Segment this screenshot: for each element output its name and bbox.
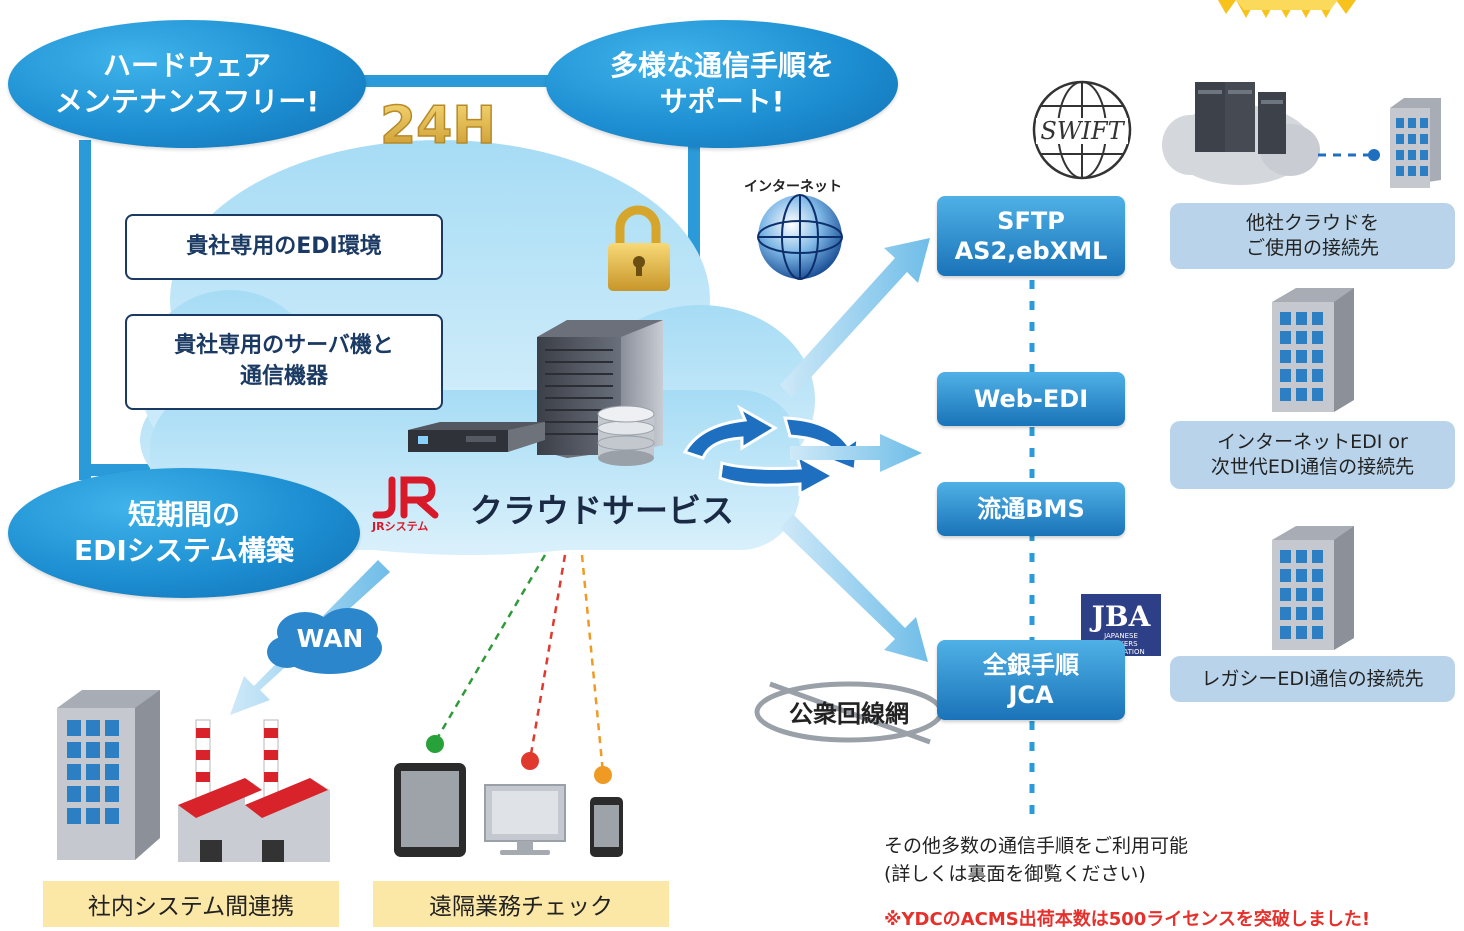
badge-24h: 24H: [380, 96, 496, 156]
bubble-short-term-line1: 短期間の: [127, 497, 240, 531]
bubble-protocol-line1: 多様な通信手順を: [609, 48, 834, 82]
dest-other-cloud-line1: 他社クラウドを: [1245, 212, 1379, 235]
internet-label: インターネット: [744, 179, 842, 195]
green-dot-icon: [426, 735, 444, 753]
swift-logo-icon: [1032, 80, 1132, 180]
protocol-bms-box: 流通BMS: [937, 482, 1125, 536]
building-icon-middle: [1272, 288, 1354, 412]
bubble-short-term-build: 短期間の EDIシステム構築: [8, 468, 360, 598]
monitor-icon: [484, 784, 566, 855]
protocol-webedi-text: Web-EDI: [973, 385, 1089, 413]
factory-icon: [178, 719, 330, 862]
smartphone-icon: [590, 797, 623, 857]
dest-internet-edi: インターネットEDI or 次世代EDI通信の接続先: [1170, 421, 1455, 489]
protocol-zengin-box: 全銀手順 JCA: [937, 640, 1125, 720]
svg-text:JAPANESE: JAPANESE: [1103, 632, 1138, 640]
sun-icon: [1218, 0, 1356, 18]
dest-internet-edi-line2: 次世代EDI通信の接続先: [1210, 456, 1415, 478]
orange-dot-icon: [594, 766, 612, 784]
dest-internet-edi-line1: インターネットEDI or: [1217, 431, 1408, 454]
jr-logo-sub: JRシステム: [372, 520, 429, 533]
dedicated-server-line2: 通信機器: [239, 364, 328, 389]
swift-label: SWIFT: [1040, 117, 1125, 145]
lock-icon: [608, 205, 670, 291]
link-dot-icon: [1368, 149, 1380, 161]
globe-icon: [757, 194, 843, 280]
cloud-service-label: クラウドサービス: [470, 491, 734, 530]
rack-server-icon: [408, 422, 545, 452]
dedicated-server-box: 貴社専用のサーバ機と 通信機器: [125, 314, 443, 410]
bubble-protocol-line2: サポート!: [659, 85, 785, 118]
remote-dotted-lines: [433, 554, 605, 774]
protocol-sftp-line2: AS2,ebXML: [954, 237, 1108, 265]
protocol-bms-text: 流通BMS: [977, 495, 1085, 523]
protocol-note-line2: (詳しくは裏面を御覧ください): [884, 862, 1146, 885]
wan-cloud-shape: [267, 608, 382, 674]
bubble-short-term-line2: EDIシステム構築: [74, 534, 294, 567]
bubble-protocol-support: 多様な通信手順を サポート!: [546, 20, 898, 148]
license-notice: ※YDCのACMS出荷本数は500ライセンスを突破しました!: [884, 909, 1371, 930]
svg-text:公衆回線網: 公衆回線網: [789, 700, 909, 728]
bubble-hardware-line1: ハードウェア: [102, 48, 271, 82]
dedicated-server-line1: 貴社専用のサーバ機と: [174, 333, 394, 359]
protocol-zengin-line2: JCA: [1008, 681, 1054, 709]
protocol-sftp-line1: SFTP: [997, 207, 1065, 235]
database-icon: [597, 405, 655, 466]
svg-text:JBA: JBA: [1089, 600, 1152, 633]
tablet-icon: [394, 763, 466, 857]
dest-other-cloud-line2: ご使用の接続先: [1245, 237, 1379, 259]
protocol-note: その他多数の通信手順をご利用可能 (詳しくは裏面を御覧ください): [884, 833, 1188, 888]
sync-arrows-icon: [682, 404, 860, 497]
building-icon-lower: [1272, 526, 1354, 650]
office-building-icon: [57, 690, 160, 860]
label-internal-integration: 社内システム間連携: [43, 881, 339, 927]
jr-logo-mark: [372, 476, 439, 519]
wan-label: WAN: [296, 624, 364, 653]
dedicated-edi-box: 貴社専用のEDI環境: [125, 214, 443, 280]
dedicated-edi-text: 貴社専用のEDI環境: [186, 233, 382, 259]
dest-legacy-edi-text: レガシーEDI通信の接続先: [1201, 667, 1424, 690]
dest-legacy-edi: レガシーEDI通信の接続先: [1170, 656, 1455, 702]
protocol-webedi-box: Web-EDI: [937, 372, 1125, 426]
bubble-hardware-line2: メンテナンスフリー!: [54, 85, 320, 118]
label-remote-check: 遠隔業務チェック: [373, 881, 669, 927]
protocol-note-line1: その他多数の通信手順をご利用可能: [884, 835, 1189, 857]
server-cloud-icon: [1162, 82, 1320, 185]
public-network-crossed: 公衆回線網: [754, 681, 944, 745]
bubble-hardware-maintenance: ハードウェア メンテナンスフリー!: [8, 20, 366, 148]
protocol-sftp-box: SFTP AS2,ebXML: [937, 196, 1125, 276]
building-icon-small: [1390, 98, 1441, 188]
red-dot-icon: [521, 752, 539, 770]
dest-other-cloud: 他社クラウドを ご使用の接続先: [1170, 203, 1455, 269]
protocol-zengin-line1: 全銀手順: [983, 651, 1079, 679]
